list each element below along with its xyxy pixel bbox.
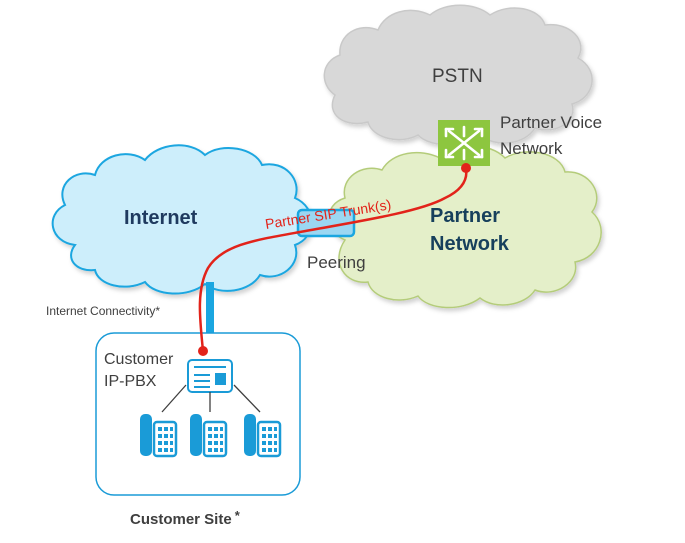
sip-trunk-endpoint-voice bbox=[461, 163, 471, 173]
internet-cloud-shape bbox=[51, 144, 313, 295]
partner-network-label-line2: Network bbox=[430, 233, 510, 255]
desk-phone-icon bbox=[190, 414, 228, 458]
pstn-cloud bbox=[323, 4, 593, 146]
pstn-label: PSTN bbox=[432, 66, 483, 87]
customer-pbx-label-line1: Customer bbox=[104, 351, 174, 368]
desk-phone-icon bbox=[140, 414, 178, 458]
sip-trunk-line bbox=[198, 167, 468, 352]
peering-label: Peering bbox=[307, 253, 366, 272]
pbx-icon bbox=[187, 359, 233, 393]
partner-cloud-shape bbox=[328, 145, 602, 309]
pstn-cloud-shape bbox=[323, 4, 593, 146]
customer-pbx-label-line2: IP-PBX bbox=[104, 373, 157, 390]
customer-site-label: Customer Site* bbox=[130, 508, 241, 528]
internet-cloud bbox=[51, 144, 313, 295]
partner-voice-label-line1: Partner Voice bbox=[500, 113, 602, 132]
customer-site-label-text: Customer Site bbox=[130, 511, 232, 528]
desk-phone-icon bbox=[244, 414, 282, 458]
internet-label: Internet bbox=[124, 207, 198, 229]
partner-network-cloud bbox=[328, 145, 602, 309]
pbx-phone-connectors bbox=[161, 384, 261, 413]
internet-connectivity-link bbox=[206, 282, 214, 354]
partner-voice-label-line2: Network bbox=[500, 139, 563, 158]
sip-trunk-endpoint-pbx bbox=[198, 346, 208, 356]
voice-switch-icon bbox=[438, 120, 490, 166]
partner-network-label-line1: Partner bbox=[430, 205, 500, 227]
internet-connectivity-label: Internet Connectivity* bbox=[46, 304, 160, 318]
customer-site-asterisk: * bbox=[235, 508, 241, 523]
